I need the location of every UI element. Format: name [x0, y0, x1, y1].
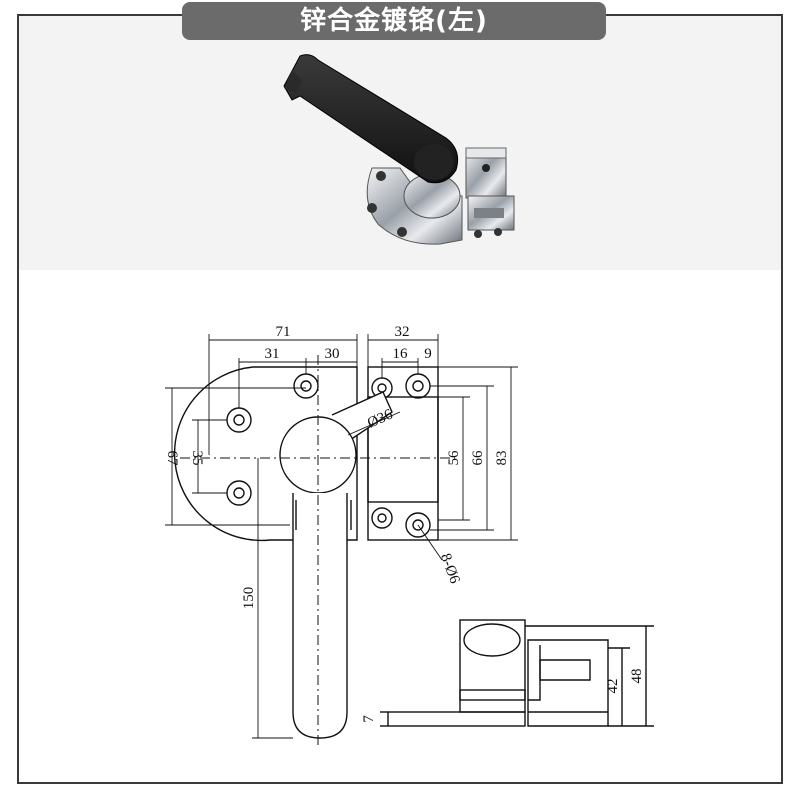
dim-30: 30: [325, 346, 340, 362]
dim-83: 83: [494, 451, 510, 466]
dim-7: 7: [361, 715, 377, 723]
dim-71: 71: [276, 324, 291, 340]
dim-32: 32: [395, 324, 410, 340]
dim-150: 150: [241, 587, 257, 610]
keeper-side-view: [380, 619, 654, 727]
dim-48: 48: [629, 669, 645, 684]
dim-67: 67: [164, 451, 180, 467]
dim-9: 9: [424, 346, 432, 362]
dim-holes-8-d6: 8-Ø6: [437, 551, 463, 586]
dim-66: 66: [470, 450, 486, 466]
dim-42: 42: [605, 679, 621, 694]
handle-outline: [292, 493, 348, 739]
dim-16: 16: [393, 346, 409, 362]
product-photo: [283, 54, 515, 245]
dim-35: 35: [189, 451, 205, 466]
latch-arm: [331, 391, 393, 441]
base-plate-outline: [173, 366, 358, 542]
page-title: 锌合金镀铬(左): [182, 2, 606, 40]
dim-56: 56: [446, 450, 462, 466]
black-handle: [283, 54, 459, 184]
dim-31: 31: [265, 346, 280, 362]
technical-drawing: [165, 334, 654, 745]
